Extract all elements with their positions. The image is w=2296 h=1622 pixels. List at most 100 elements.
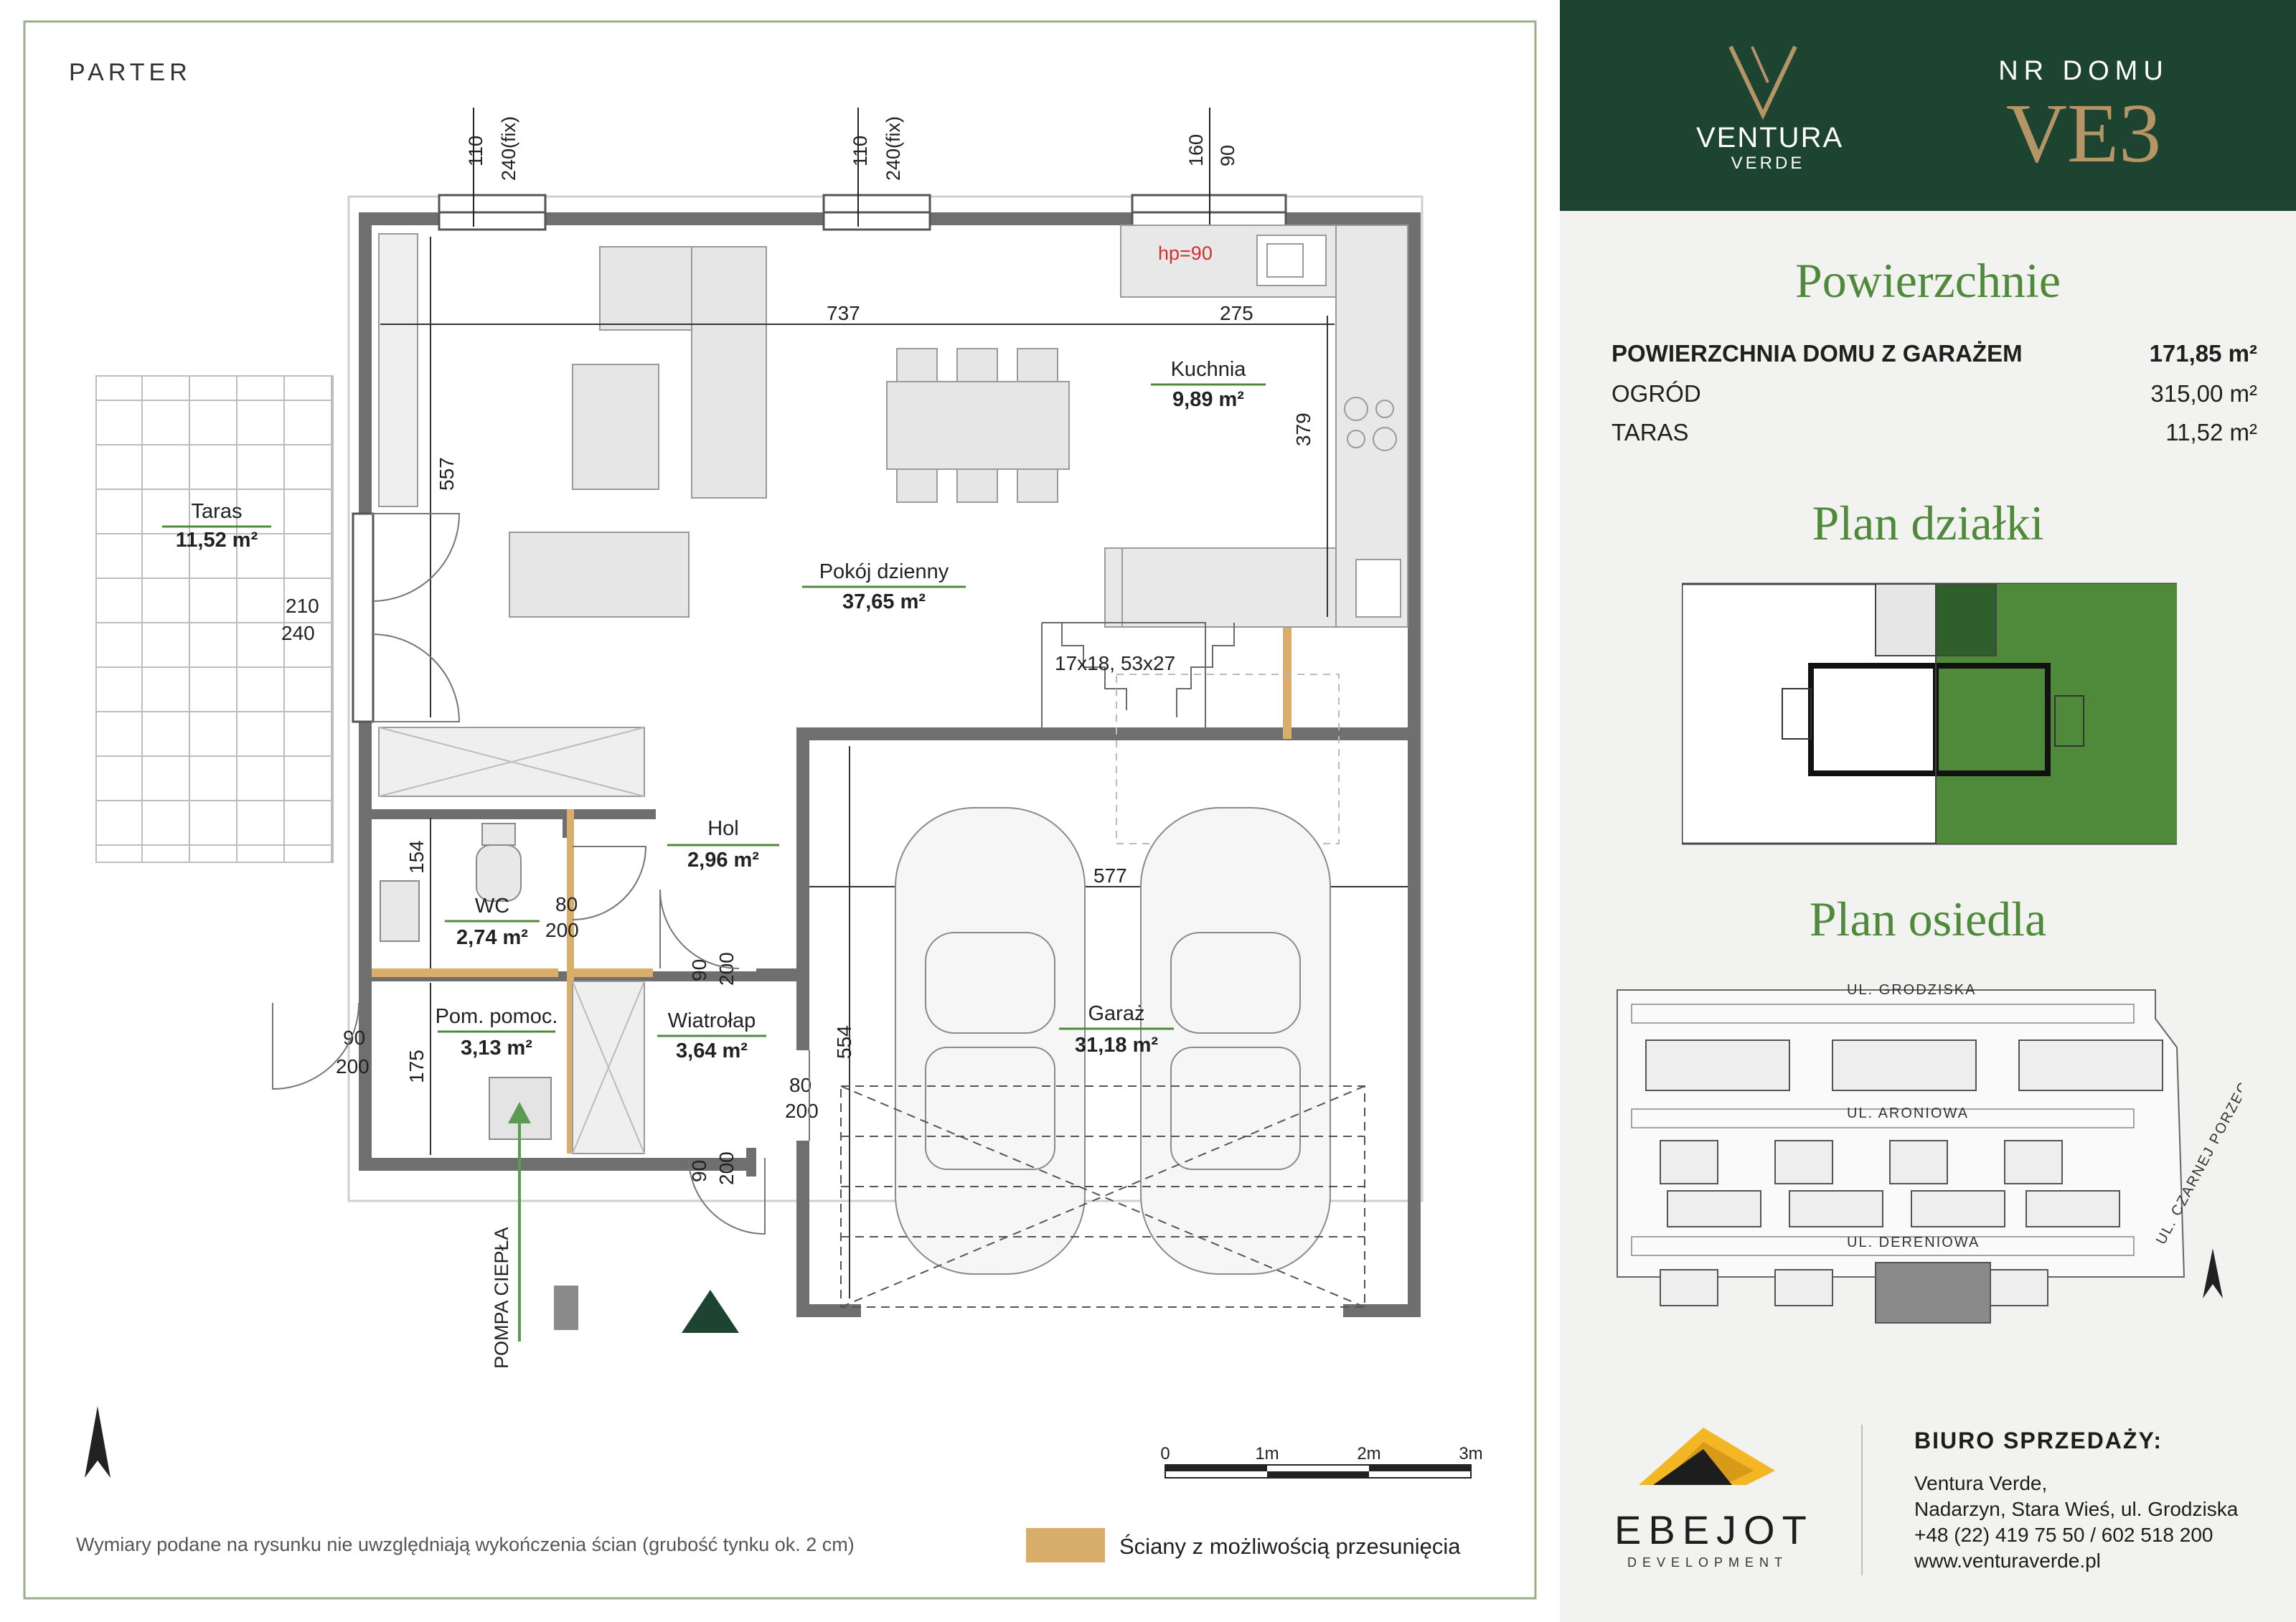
heat-pump-arrow [508, 1102, 531, 1123]
dim-379: 379 [1292, 412, 1314, 446]
legend-label: Ściany z możliwością przesunięcia [1119, 1533, 1461, 1559]
room-hol-name: Hol [707, 817, 739, 840]
room-pokoj-area: 37,65 m² [842, 590, 926, 613]
surface-label: OGRÓD [1612, 380, 1701, 407]
heat-pump-unit [554, 1286, 578, 1330]
surface-row: POWIERZCHNIA DOMU Z GARAŻEM 171,85 m² [1612, 340, 2257, 373]
sales-website-link[interactable]: www.venturaverde.pl [1914, 1550, 2101, 1572]
house-code: VE3 [2005, 86, 2162, 180]
stairs-dim: 17x18, 53x27 [1055, 652, 1175, 674]
floor-label: PARTER [69, 59, 192, 86]
wc-fixtures [380, 823, 522, 942]
sales-line: Ventura Verde, [1914, 1472, 2048, 1494]
surface-value: 315,00 m² [2150, 380, 2257, 407]
wc-door-dim-b: 200 [545, 919, 579, 941]
scale-0: 0 [1160, 1444, 1170, 1463]
room-pom-area: 3,13 m² [461, 1037, 532, 1060]
north-arrow-icon [85, 1406, 110, 1478]
wiatrolap-door-dim-b: 200 [785, 1100, 819, 1122]
dim-577: 577 [1093, 864, 1127, 887]
scale-1: 1m [1255, 1444, 1279, 1463]
stairs [1041, 622, 1340, 844]
room-garaz-area: 31,18 m² [1075, 1034, 1158, 1057]
house-nr-label: NR DOMU [1998, 56, 2169, 86]
sales-line: +48 (22) 419 75 50 / 602 518 200 [1914, 1524, 2213, 1546]
developer-sub: DEVELOPMENT [1627, 1555, 1789, 1570]
street-grodziska: UL. GRODZISKA [1847, 982, 1976, 998]
logo-name: VENTURA [1696, 122, 1844, 154]
doors [272, 513, 810, 1235]
footer-note: Wymiary podane na rysunku nie uwzględnia… [76, 1534, 855, 1555]
movable-walls [372, 624, 1292, 1154]
room-pom-name: Pom. pomoc. [436, 1005, 558, 1028]
terrace-door-dim-b: 240 [281, 622, 315, 644]
floor-plan: PARTER 110 240(fix) 110 [23, 20, 1537, 1600]
scale-bar: 0 1m 2m 3m [1160, 1444, 1483, 1479]
win3-dim-b: 90 [1217, 145, 1238, 166]
sales-title: BIURO SPRZEDAŻY: [1914, 1428, 2163, 1453]
room-pokoj-name: Pokój dzienny [819, 560, 949, 583]
room-garaz-name: Garaż [1088, 1002, 1145, 1025]
estate-highlight [1875, 1262, 1991, 1324]
dim-175: 175 [405, 1050, 428, 1083]
dim-554: 554 [833, 1025, 855, 1059]
room-taras-name: Taras [192, 500, 243, 523]
legend-swatch [1026, 1528, 1105, 1562]
sofa [509, 246, 767, 618]
ventura-logo-icon [1728, 45, 1797, 121]
entry-door-dim-b: 200 [715, 1151, 738, 1185]
room-hol-area: 2,96 m² [687, 849, 759, 872]
developer-name: EBEJOT [1614, 1507, 1814, 1552]
dim-154: 154 [405, 840, 428, 874]
scale-3: 3m [1459, 1444, 1482, 1463]
heat-pump-label: POMPA CIEPŁA [491, 1227, 512, 1369]
estate-title: Plan osiedla [1809, 892, 2047, 946]
divider [1861, 1425, 1863, 1575]
room-wiatrolap-area: 3,64 m² [676, 1039, 748, 1062]
side-door-dim-b: 200 [336, 1055, 370, 1078]
room-wc-area: 2,74 m² [456, 926, 528, 949]
terrace-tiles [95, 375, 334, 863]
surface-row: OGRÓD 315,00 m² [1612, 380, 2257, 413]
wardrobe [378, 233, 418, 507]
scale-2: 2m [1357, 1444, 1380, 1463]
plot-title: Plan działki [1812, 496, 2044, 550]
dim-557: 557 [436, 457, 458, 491]
plot-plan [1682, 583, 2177, 845]
sidebar: VENTURA VERDE NR DOMU VE3 Powierzchnie P… [1560, 0, 2296, 1622]
logo-sub: VERDE [1731, 154, 1805, 173]
street-aroniowa: UL. ARONIOWA [1847, 1105, 1969, 1121]
ebejot-logo-icon [1639, 1428, 1775, 1485]
room-kuchnia-name: Kuchnia [1171, 358, 1247, 381]
estate-plan: UL. GRODZISKA UL. ARONIOWA UL. DERENIOWA… [1617, 982, 2241, 1324]
surfaces-title: Powierzchnie [1794, 253, 2061, 308]
win2-dim-b: 240(fix) [883, 116, 904, 181]
surface-label: POWIERZCHNIA DOMU Z GARAŻEM [1612, 340, 2023, 367]
win2-dim-a: 110 [850, 136, 871, 166]
win1-dim-a: 110 [465, 136, 486, 166]
entrance-marker [682, 1290, 739, 1333]
plan-frame [23, 20, 1537, 1600]
hol-door-dim-a: 90 [688, 959, 710, 981]
room-wiatrolap-name: Wiatrołap [668, 1009, 756, 1032]
hp-label: hp=90 [1158, 242, 1213, 264]
cars [895, 807, 1331, 1275]
dining-table [886, 348, 1070, 503]
estate-north-icon [2203, 1248, 2223, 1298]
header-band: VENTURA VERDE NR DOMU VE3 [1560, 0, 2296, 211]
surface-row: TARAS 11,52 m² [1612, 419, 2257, 452]
street-dereniowa: UL. DERENIOWA [1847, 1235, 1980, 1250]
surface-value: 171,85 m² [2149, 340, 2257, 367]
surface-label: TARAS [1612, 419, 1689, 445]
dim-275: 275 [1220, 302, 1253, 324]
win1-dim-b: 240(fix) [498, 116, 519, 181]
terrace-door-dim-a: 210 [286, 595, 319, 617]
room-taras-area: 11,52 m² [176, 529, 258, 552]
sales-line: Nadarzyn, Stara Wieś, ul. Grodziska [1914, 1498, 2239, 1520]
wiatrolap-door-dim-a: 80 [789, 1074, 811, 1096]
dim-737: 737 [827, 302, 860, 324]
wc-door-dim-a: 80 [555, 893, 578, 915]
room-kuchnia-area: 9,89 m² [1172, 388, 1244, 411]
kitchen-units [1104, 225, 1408, 628]
surface-value: 11,52 m² [2165, 419, 2257, 445]
